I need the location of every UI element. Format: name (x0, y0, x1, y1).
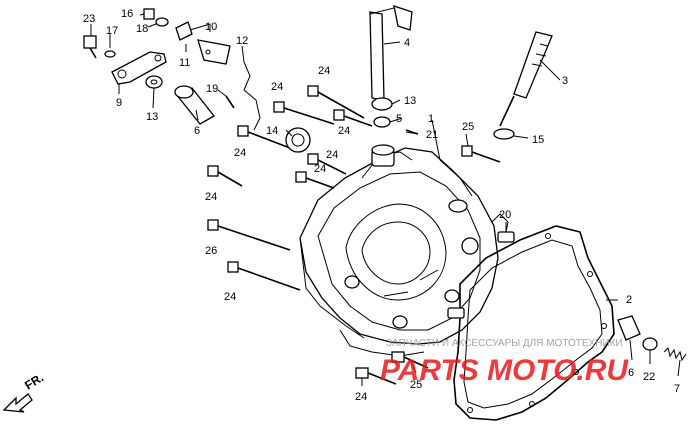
seal-13-center (371, 97, 393, 111)
spring-7 (663, 347, 687, 362)
bolt-24-upper-left (273, 101, 335, 125)
callout-13-left: 13 (146, 111, 158, 123)
callout-24-far-left: 24 (205, 191, 217, 203)
washer-18 (155, 17, 169, 27)
bolt-24-mid3 (295, 171, 335, 189)
callout-24-low: 24 (224, 291, 236, 303)
callout-18: 18 (136, 23, 148, 35)
dipstick-3 (499, 31, 553, 127)
callout-11: 11 (179, 57, 190, 69)
bolt-24-top (307, 85, 365, 119)
washer-22 (642, 337, 658, 351)
callout-1: 1 (428, 113, 434, 125)
front-direction-marker: FR. (2, 370, 46, 413)
watermark-subtitle: ЗАПЧАСТИ И АКСЕССУАРЫ ДЛЯ МОТОТЕХНИКИ (386, 338, 623, 349)
callout-4: 4 (404, 37, 410, 49)
callout-24-mid: 24 (338, 125, 350, 137)
callout-22: 22 (643, 371, 655, 383)
callout-23: 23 (83, 13, 95, 25)
callout-17: 17 (106, 25, 118, 37)
bolt-16 (143, 8, 155, 20)
bolt-24-low (227, 261, 301, 291)
watermark-logo-text: PARTS MOTO.RU (380, 354, 629, 387)
bolt-24-far-left (207, 165, 243, 187)
callout-21: 21 (426, 129, 438, 141)
callout-5: 5 (396, 113, 402, 125)
dowel-20-upper (497, 231, 515, 243)
pin-19 (225, 95, 235, 109)
dowel-20-lower (447, 307, 465, 319)
callout-10: 10 (205, 21, 217, 33)
callout-24-top: 24 (318, 65, 330, 77)
front-arrow-icon (2, 393, 33, 413)
shaft-4 (369, 5, 413, 101)
callout-14: 14 (266, 125, 278, 137)
leader-lines (90, 13, 681, 386)
callout-24-mid2: 24 (326, 149, 338, 161)
callout-13-center: 13 (404, 95, 416, 107)
callout-25-right: 25 (462, 121, 474, 133)
callouts: 23 17 16 18 10 11 12 9 13 19 6 4 13 3 15… (83, 8, 680, 403)
callout-16: 16 (121, 8, 133, 20)
spring-12 (243, 61, 261, 131)
bolt-26 (207, 219, 291, 251)
callout-24-bottom: 24 (355, 391, 367, 403)
callout-15: 15 (532, 134, 544, 146)
bolt-25-right (461, 145, 501, 163)
arm-9 (111, 51, 167, 85)
nut-5 (373, 116, 391, 128)
callout-19: 19 (206, 83, 218, 95)
callout-26: 26 (205, 245, 217, 257)
callout-25-bottom: 25 (410, 379, 422, 391)
callout-12: 12 (236, 35, 248, 47)
bolt-24-mid2 (307, 153, 347, 175)
shaft-6-right (617, 315, 641, 341)
bolt-25-bottom (391, 351, 429, 369)
callout-2: 2 (626, 294, 632, 306)
callout-3: 3 (562, 75, 568, 87)
bolt-23 (83, 35, 97, 59)
seal-13-left (145, 75, 163, 89)
callout-6-right: 6 (628, 367, 634, 379)
clip-10 (175, 21, 193, 41)
callout-24-left: 24 (234, 147, 246, 159)
callout-24-mid3: 24 (314, 163, 326, 175)
shaft-6-left (174, 85, 215, 125)
watermark: ЗАПЧАСТИ И АКСЕССУАРЫ ДЛЯ МОТОТЕХНИКИ PA… (380, 338, 629, 387)
front-label: FR. (22, 370, 46, 392)
washer-17 (104, 50, 116, 58)
callout-7: 7 (674, 383, 680, 395)
callout-9: 9 (116, 97, 122, 109)
crankcase-cover (299, 144, 509, 357)
callout-6-left: 6 (194, 125, 200, 137)
oring-15 (493, 128, 515, 140)
callout-20: 20 (499, 209, 511, 221)
bracket-11 (197, 39, 231, 65)
callout-24-upper-left: 24 (271, 81, 283, 93)
bolt-24-mid (333, 109, 373, 127)
cover-gasket (453, 225, 615, 421)
bolt-24-left (237, 125, 291, 149)
bearing-14 (285, 127, 311, 153)
